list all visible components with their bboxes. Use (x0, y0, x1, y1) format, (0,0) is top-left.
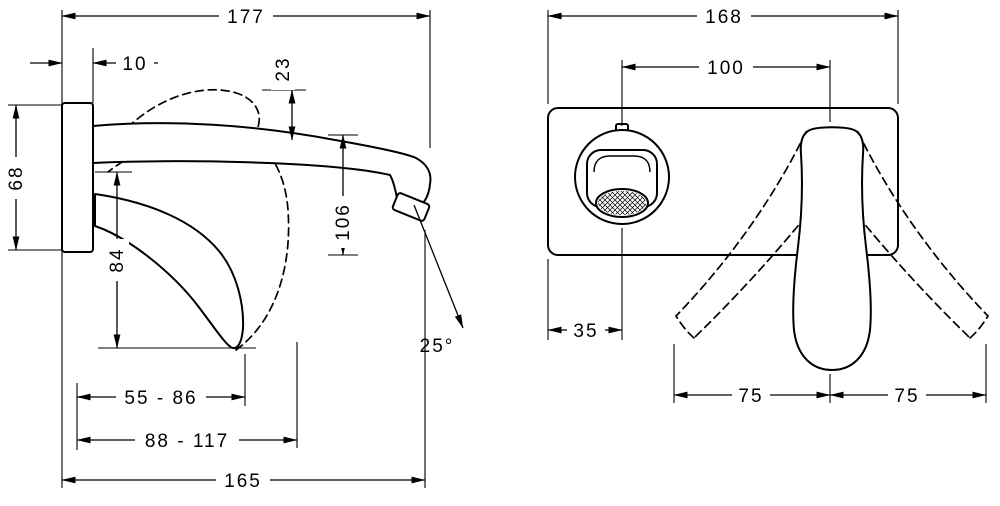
dim-handle-swing-right-label-bg (888, 384, 926, 406)
dim-plate-height-label: 68 (6, 165, 27, 190)
wall-plate-side (61, 102, 94, 253)
dim-outlet-offset-label-bg (567, 319, 605, 341)
dim-handle-drop-label: 84 (107, 247, 128, 272)
dim-handle-drop-label-bg (105, 239, 129, 281)
spout-side (92, 122, 432, 207)
dim-center-distance-label: 100 (707, 58, 745, 79)
dim-plate-thickness-label-bg (116, 52, 154, 74)
handle-side (94, 193, 245, 350)
dim-reach-min-label: 55 - 86 (124, 388, 197, 409)
aerator-texture (598, 191, 646, 215)
side-view: 177 10 23 68 84 106 25° 55 - 86 88 - 117… (4, 5, 464, 492)
dim-reach-mid-label: 88 - 117 (145, 431, 229, 452)
dim-spout-top-offset-label: 23 (273, 56, 294, 81)
handle-swing-left-tip-dashed (675, 315, 695, 339)
dim-plate-width-label-bg (697, 5, 751, 27)
dim-handle-swing-left-label: 75 (738, 386, 763, 407)
dim-total-depth-label-bg (219, 5, 273, 27)
handle-front (792, 126, 872, 371)
dim-spout-reach-label-bg (216, 469, 270, 491)
dim-plate-thickness-label: 10 (122, 54, 147, 75)
handle-swing-right-tip-dashed (969, 315, 989, 339)
aerator-side (391, 192, 431, 222)
dim-handle-swing-right-label: 75 (894, 386, 919, 407)
dim-outlet-height-label-bg (331, 196, 355, 248)
dim-total-depth-label: 177 (227, 7, 265, 28)
dim-outlet-height-label: 106 (333, 203, 354, 241)
dim-spout-angle-label: 25° (420, 336, 455, 357)
dim-handle-swing-left-label-bg (732, 384, 770, 406)
dim-plate-width-label: 168 (705, 7, 743, 28)
dim-plate-height-label-bg (4, 157, 28, 199)
handle-swing-left-inner-dashed (675, 131, 807, 317)
dim-outlet-offset-label: 35 (573, 321, 598, 342)
handle-swing-right-inner-dashed (857, 131, 989, 317)
spout-tube-inner-line (593, 155, 651, 173)
dim-spout-angle-line (413, 204, 464, 329)
dim-reach-mid-label-bg (135, 429, 239, 451)
dim-reach-min-label-bg (116, 386, 206, 408)
dim-center-distance-label-bg (699, 56, 753, 78)
dim-spout-top-offset-label-bg (271, 48, 295, 90)
handle-swing-arc-dashed (235, 145, 290, 351)
front-view: 168 100 35 75 75 (547, 5, 989, 407)
dim-spout-reach-label: 165 (224, 471, 262, 492)
